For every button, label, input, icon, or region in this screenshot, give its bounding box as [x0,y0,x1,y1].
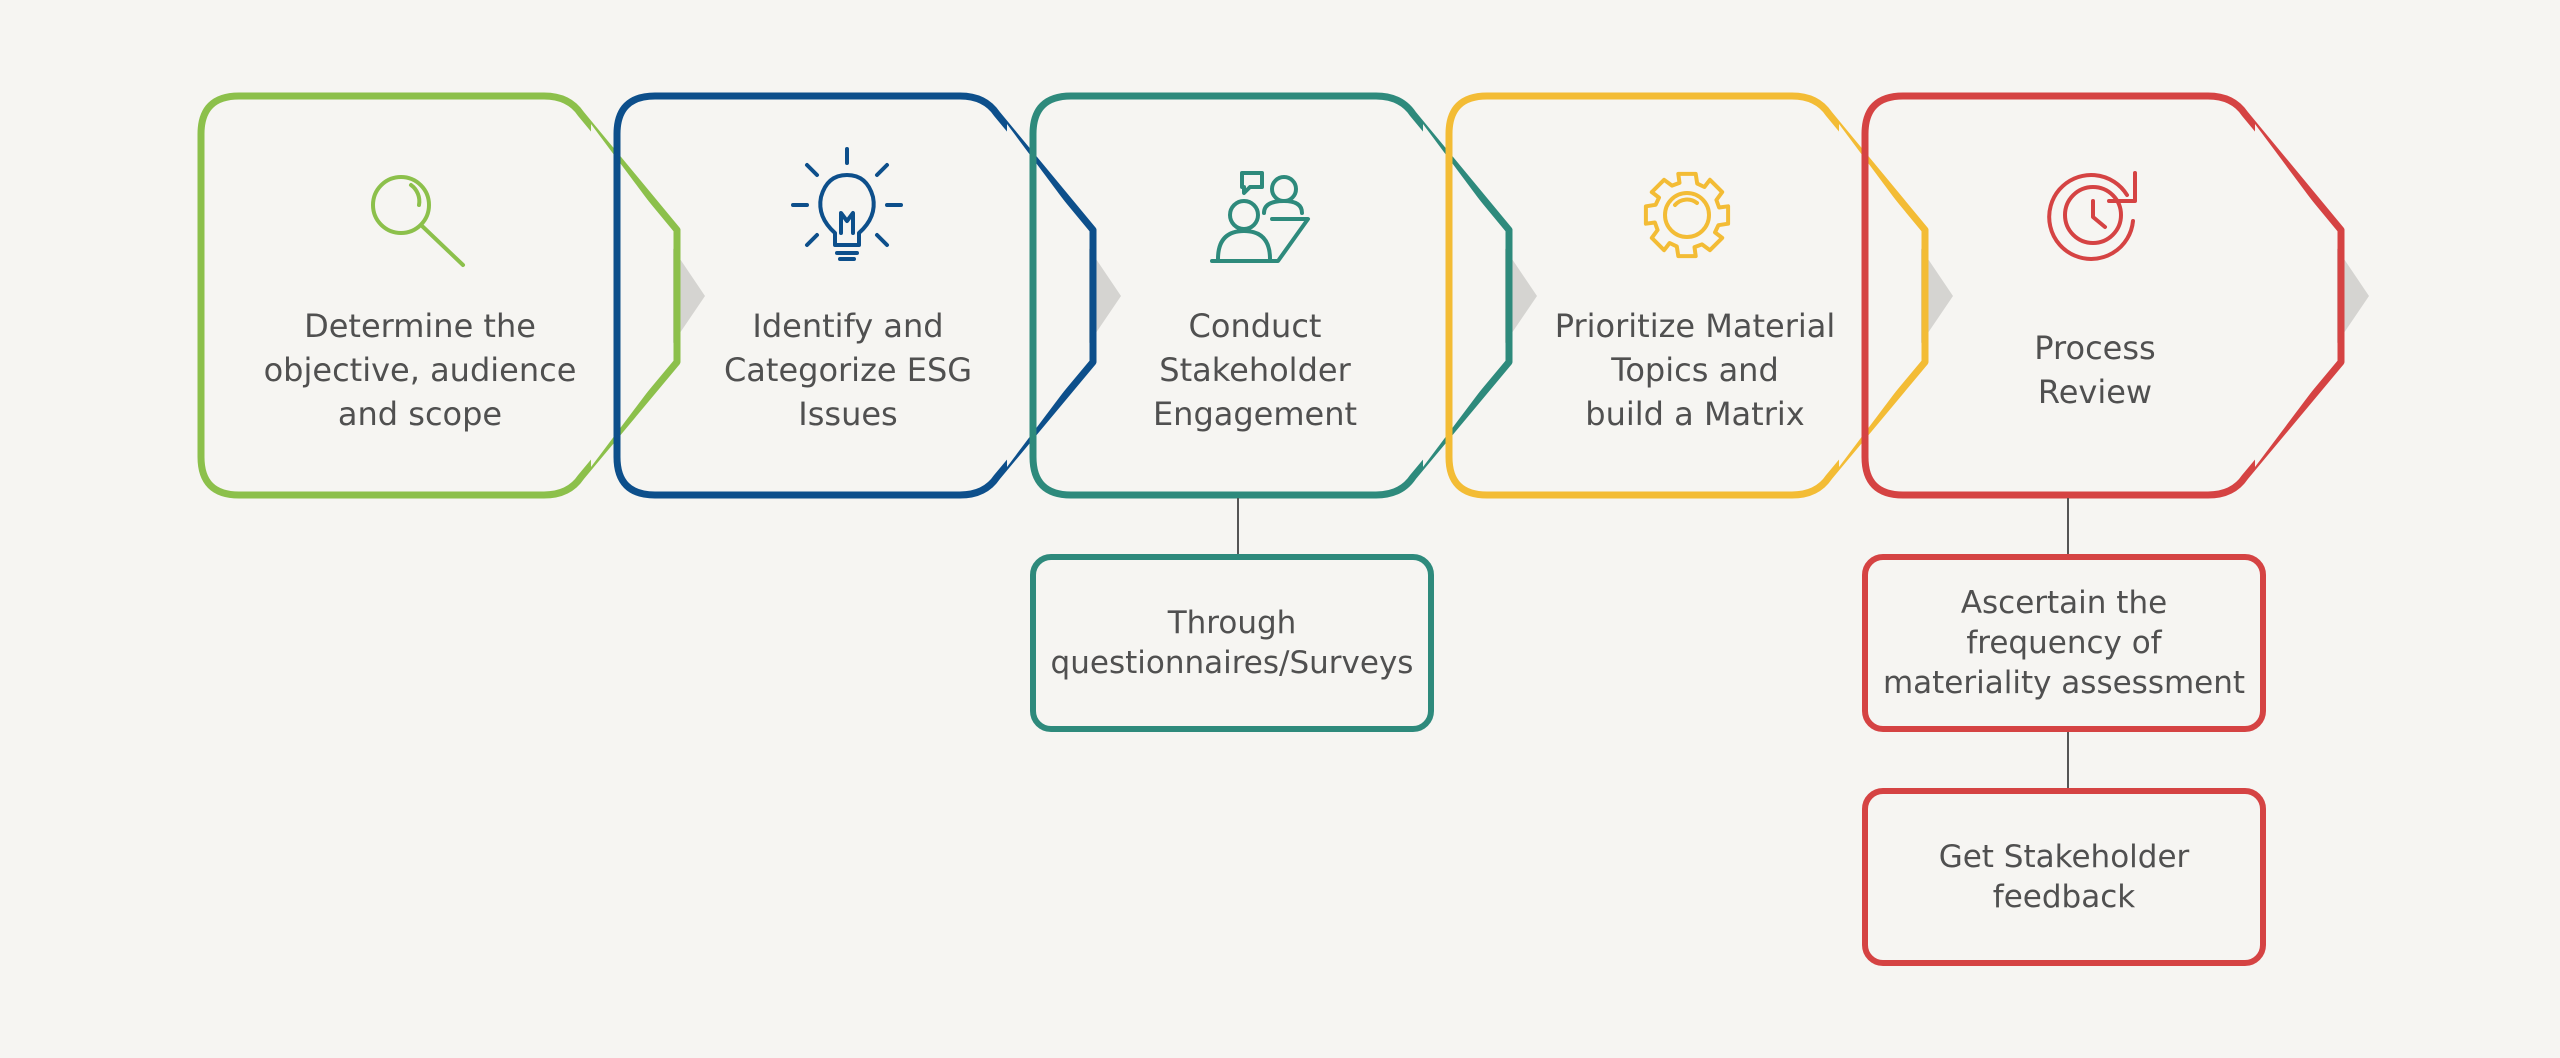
step-5-label: Process Review [2034,329,2156,411]
step-2-label: Identify and Categorize ESG Issues [723,307,973,433]
lightbulb-icon [791,147,903,261]
step-1-arrow-mask [591,124,673,467]
magnifier-icon [371,175,465,267]
step-5-arrow-mask [2255,124,2337,467]
step-2-arrow-mask [1007,124,1089,467]
step-1-label: Determine the objective, audience and sc… [263,307,577,433]
substep-surveys-label: Through questionnaires/Surveys [1050,605,1414,681]
step-3-arrow-mask [1423,124,1505,467]
substep-1-box [1030,554,1434,732]
substep-frequency-label: Ascertain the frequency of materiality a… [1882,585,2246,701]
step-1-outline [197,92,681,499]
substep-feedback-label: Get Stakeholder feedback [1938,839,2190,915]
people-meeting-icon [1210,171,1310,263]
step-4-label: Prioritize Material Topics and build a M… [1554,307,1836,433]
substep-2-box [1862,554,2266,732]
substep-3-box [1862,788,2266,966]
step-5-outline [1861,92,2345,499]
step-4-arrow-mask [1839,124,1921,467]
step-2-outline [613,92,1097,499]
step-3-outline [1029,92,1513,499]
step-4-outline [1445,92,1929,499]
clock-refresh-icon [2047,171,2137,261]
step-3-label: Conduct Stakeholder Engagement [1152,307,1358,433]
gear-icon [1643,171,1731,259]
